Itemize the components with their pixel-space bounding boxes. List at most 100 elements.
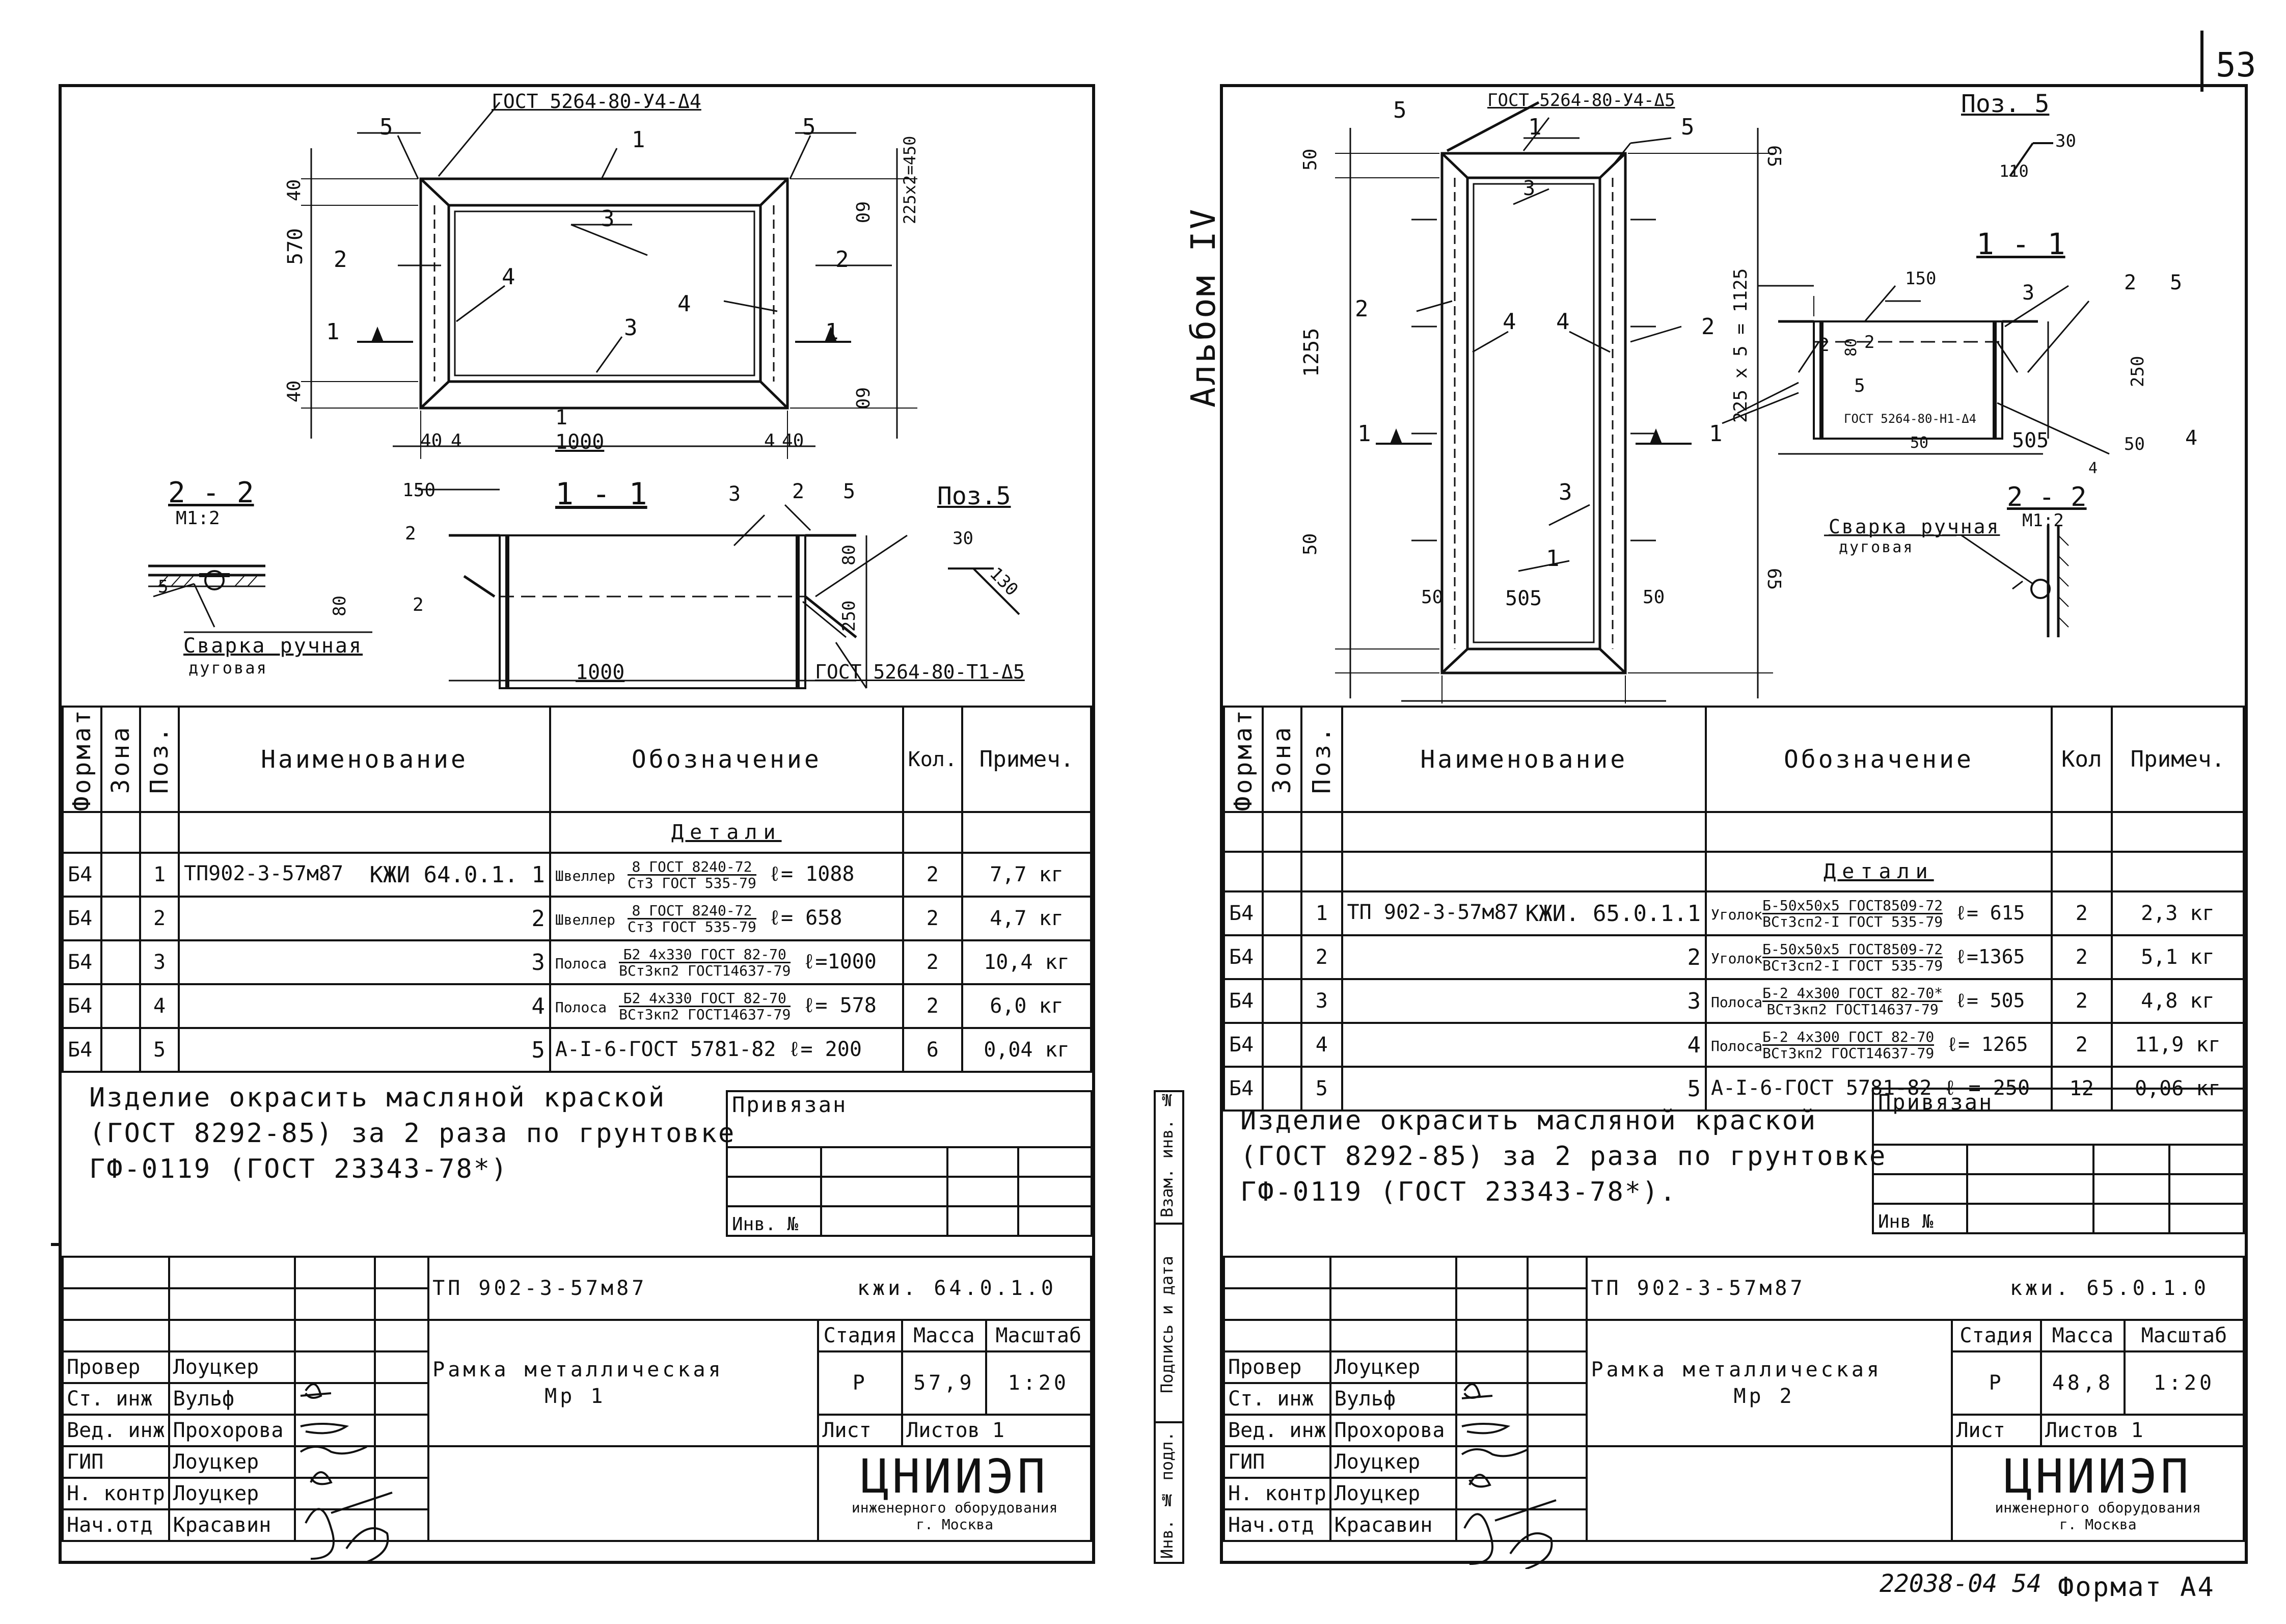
left-person-2-name: Прохорова (168, 1414, 296, 1447)
left-r3-format: Б4 (62, 939, 102, 986)
left-mass-label: Масса (901, 1319, 987, 1352)
side-stamp-sep-2 (1154, 1421, 1184, 1423)
left-sec-callout-2c: 2 (413, 594, 424, 615)
left-r5-pos: 5 (139, 1027, 180, 1073)
right-gost-top: ГОСТ 5264-80-У4-Δ5 (1487, 90, 1675, 111)
right-sec-callout-2b: 2 (1818, 335, 1830, 356)
right-person-3-name: Лоуцкер (1329, 1445, 1458, 1479)
right-gost-small: ГОСТ 5264-80-Н1-Δ4 (1844, 412, 1977, 426)
left-r3-name: 3 (178, 939, 551, 986)
right-r3-qty: 2 (2050, 978, 2113, 1024)
left-person-1-name: Вульф (168, 1382, 296, 1416)
right-r4-note: 11,9 кг (2110, 1022, 2245, 1068)
right-callout-1b: 1 (1546, 546, 1560, 572)
left-r5-note: 0,04 кг (961, 1027, 1093, 1073)
left-dim-s80: 80 (330, 596, 350, 616)
right-r3-note: 4,8 кг (2110, 978, 2245, 1024)
left-sheet-margin-tick (51, 1243, 61, 1246)
left-person-1-role: Ст. инж (62, 1382, 170, 1416)
right-r5-pos: 5 (1300, 1066, 1343, 1112)
left-pos5-a: 30 (953, 528, 973, 549)
left-title: Рамка металлическая (432, 1358, 724, 1382)
left-dim-w1000: 1000 (555, 430, 605, 454)
right-dim-w50: 50 (1421, 587, 1444, 608)
right-callout-5b: 5 (1681, 114, 1695, 140)
left-stage: Р (817, 1350, 904, 1416)
left-r5-designation: А-I-6-ГОСТ 5781-82 ℓ= 200 (549, 1027, 904, 1073)
right-weld-label: Сварка ручная (1829, 516, 2000, 538)
left-th-zone: Зона (101, 707, 140, 813)
right-mass-label: Масса (2039, 1319, 2126, 1352)
left-dim-w4a: 4 (451, 430, 462, 451)
left-sec-callout-5: 5 (843, 480, 856, 503)
right-dim-s250: 250 (2128, 356, 2148, 387)
left-person-4-name: Лоуцкер (168, 1477, 296, 1510)
right-callout-1a: 1 (1528, 114, 1542, 140)
right-r4-pos: 4 (1300, 1022, 1343, 1068)
left-scale: 1:20 (985, 1350, 1093, 1416)
side-stamp-column (1154, 1090, 1184, 1564)
right-r2-format: Б4 (1223, 934, 1264, 981)
left-drawing (148, 102, 1020, 689)
left-r5-name: 5 (178, 1027, 551, 1073)
page-number-box (2200, 31, 2203, 92)
right-drawing (1335, 101, 2110, 703)
left-privyazan-block: Привязан Инв. № (726, 1090, 1093, 1237)
right-r4-name: 4 (1341, 1022, 1707, 1068)
right-org: ЦНИИЭП (2004, 1449, 2192, 1504)
left-dim-225: 225х2=450 (900, 136, 919, 224)
left-r3-note: 10,4 кг (961, 939, 1093, 986)
left-r5-qty: 6 (902, 1027, 963, 1073)
right-section-11-label: 1 - 1 (1976, 227, 2065, 261)
right-pos5-a: 30 (2055, 131, 2076, 151)
left-r1-pos: 1 (139, 852, 180, 898)
left-person-0-name: Лоуцкер (168, 1350, 296, 1384)
left-r4-qty: 2 (902, 983, 963, 1030)
right-r4-qty: 2 (2050, 1022, 2113, 1068)
left-weld-label2: дуговая (188, 658, 268, 678)
left-th-qty: Кол. (902, 705, 963, 814)
left-gost-bottom: ГОСТ 5264-80-Т1-Δ5 (815, 661, 1025, 683)
right-sec-callout-3: 3 (2022, 281, 2035, 305)
right-dim-w50b: 50 (1643, 587, 1665, 608)
right-person-3-role: ГИП (1223, 1445, 1331, 1479)
left-stage-label: Стадия (817, 1319, 904, 1352)
right-sec-callout-5: 5 (2170, 271, 2183, 294)
left-callout-2b: 2 (835, 247, 849, 273)
right-project: ТП 902-3-57м87 (1591, 1277, 1806, 1300)
right-sheet-label: Лист (1951, 1414, 2042, 1447)
side-stamp-vzam: Взам. инв. № (1157, 1090, 1177, 1217)
left-section-mark-b: 1 (825, 319, 839, 345)
left-gost-top: ГОСТ 5264-80-У4-Δ4 (492, 90, 701, 113)
left-dim-570: 570 (284, 228, 307, 265)
left-th-format: Формат (63, 707, 101, 813)
left-privyazan-label: Привязан (726, 1090, 1093, 1148)
right-r3-pos: 3 (1300, 978, 1343, 1024)
left-code: кжи. 64.0.1.0 (857, 1277, 1056, 1300)
right-callout-2a: 2 (1355, 296, 1369, 322)
right-person-0-role: Провер (1223, 1350, 1331, 1384)
left-section-mark-a: 1 (326, 319, 340, 345)
right-spec-table: Формат Зона Поз. Наименование Обозначени… (1223, 705, 2245, 1112)
left-person-3-name: Лоуцкер (168, 1445, 296, 1479)
left-th-name: Наименование (178, 705, 551, 814)
left-section-details: Детали (549, 811, 904, 854)
left-dim-40b: 40 (284, 380, 305, 402)
right-person-5-role: Нач.отд (1223, 1508, 1331, 1542)
left-r3-qty: 2 (902, 939, 963, 986)
left-section-22-label: 2 - 2 (168, 476, 254, 509)
right-person-1-role: Ст. инж (1223, 1382, 1331, 1416)
left-under-1: 1 (555, 406, 568, 429)
left-dim-s80b: 80 (839, 545, 859, 565)
right-privyazan-block: Привязан Инв № (1872, 1088, 2245, 1234)
right-r3-format: Б4 (1223, 978, 1264, 1024)
right-privyazan-label: Привязан (1872, 1088, 2245, 1146)
